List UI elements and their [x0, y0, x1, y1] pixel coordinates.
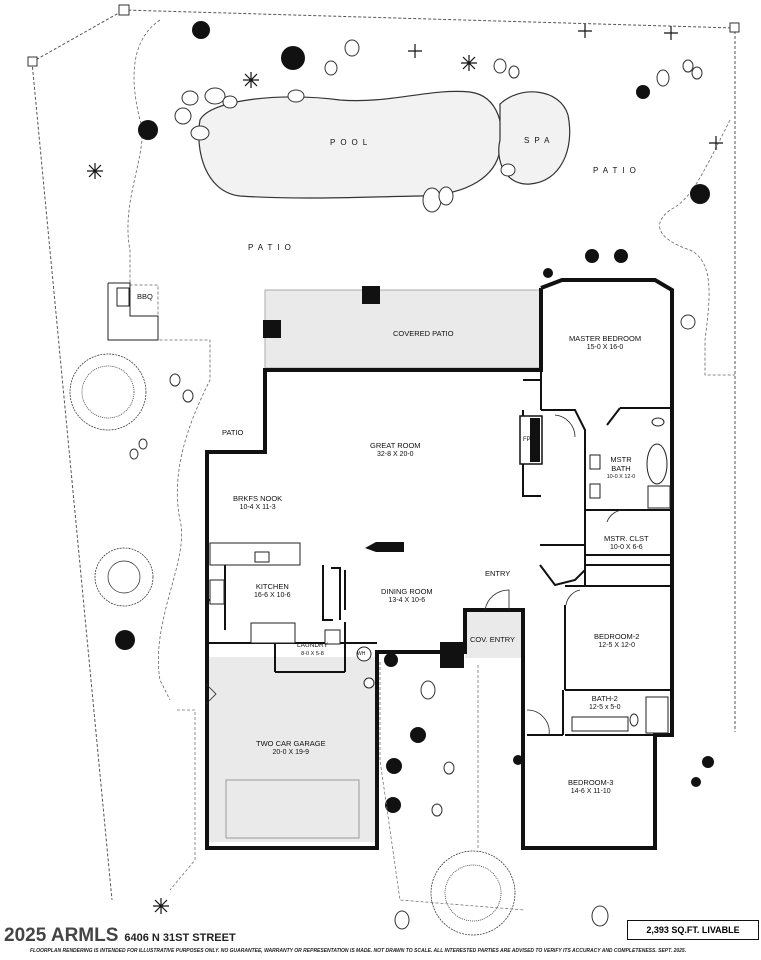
room-name: BEDROOM-3 — [568, 778, 614, 787]
exterior-walls — [205, 278, 674, 850]
room-name: TWO CAR GARAGE — [256, 739, 326, 748]
bath-2-label: BATH-2 12-5 x 5-0 — [589, 694, 621, 712]
cov-entry-column — [440, 642, 464, 668]
palms — [87, 24, 723, 914]
room-name: KITCHEN — [255, 582, 289, 591]
room-dim: 10-0 X 6-6 — [609, 544, 643, 551]
pool-label: POOL — [330, 138, 373, 147]
livable-sqft-box: 2,393 SQ.FT. LIVABLE — [627, 920, 759, 940]
yard-boundary-east — [659, 119, 735, 376]
kitchen-counters — [209, 542, 301, 644]
bath-fixtures — [324, 417, 671, 734]
room-dim: 12-5 x 5-0 — [589, 704, 621, 711]
room-name: MSTR BATH — [610, 455, 632, 473]
covered-patio-label: COVERED PATIO — [393, 329, 454, 338]
garage-label: TWO CAR GARAGE 20-0 X 19-9 — [256, 739, 326, 757]
bedroom-2-label: BEDROOM-2 12-5 X 12-0 — [594, 632, 639, 650]
cov-entry-label: COV. ENTRY — [470, 635, 516, 644]
garage-floor — [207, 657, 377, 842]
water-heater-label: WH — [357, 651, 366, 657]
cov-entry-slab — [465, 610, 523, 658]
room-dim: 20-0 X 19-9 — [272, 749, 310, 756]
disclaimer: FLOORPLAN RENDERING IS INTENDED FOR ILLU… — [30, 948, 687, 954]
room-dim: 8-0 X 5-8 — [301, 651, 324, 657]
bar-arrow — [365, 542, 404, 552]
room-dim: 16-6 X 10-6 — [254, 592, 291, 599]
column — [263, 320, 281, 338]
covered-patio-area — [264, 289, 542, 369]
entry-label: ENTRY — [485, 569, 511, 578]
brkfs-nook-label: BRKFS NOOK 10-4 X 11-3 — [233, 494, 282, 512]
room-dim: 15-0 X 16-0 — [586, 344, 624, 351]
room-name: MASTER BEDROOM — [569, 334, 642, 343]
mstr-bath-label: MSTR BATH 10-0 X 12-0 — [601, 455, 641, 482]
fireplace-label: FP — [523, 437, 531, 443]
kitchen-label: KITCHEN 16-6 X 10-6 — [254, 582, 291, 600]
patio-east-label: PATIO — [593, 166, 641, 175]
shrubs — [115, 21, 714, 813]
room-name: MSTR. CLST — [604, 534, 649, 543]
street-address: 6406 N 31ST STREET — [124, 932, 236, 944]
watermark-text: 2025 ARMLS — [4, 925, 119, 946]
walkways — [169, 662, 526, 911]
property-line — [31, 9, 736, 901]
room-name: LAUNDRY — [297, 642, 328, 649]
patio-north-label: PATIO — [248, 243, 296, 252]
room-dim: 10-4 X 11-3 — [239, 504, 276, 511]
room-name: BEDROOM-2 — [594, 632, 640, 641]
room-name: BATH-2 — [591, 694, 618, 703]
large-trees — [69, 353, 516, 936]
watermark-address: 2025 ARMLS 6406 N 31ST STREET — [4, 925, 236, 947]
master-bedroom-label: MASTER BEDROOM 15-0 X 16-0 — [569, 334, 641, 352]
dining-room-label: DINING ROOM 13-4 X 10-6 — [381, 587, 433, 605]
door-swings — [205, 414, 626, 736]
bedroom-3-label: BEDROOM-3 14-6 X 11-10 — [568, 778, 613, 796]
bbq-area — [107, 282, 159, 341]
patio-side-label: PATIO — [222, 428, 244, 437]
room-name: DINING ROOM — [381, 587, 433, 596]
room-dim: 32-8 X 20-0 — [376, 451, 414, 458]
boulders — [129, 39, 703, 930]
room-dim: 14-6 X 11-10 — [570, 788, 611, 795]
fireplace-hearth — [530, 418, 540, 462]
room-dim: 13-4 X 10-6 — [388, 597, 426, 604]
room-dim: 12-5 X 12-0 — [598, 642, 635, 649]
room-name: BRKFS NOOK — [233, 494, 283, 503]
laundry-label: LAUNDRY 8-0 X 5-8 — [297, 641, 328, 659]
column — [362, 286, 380, 304]
room-dim: 10-0 X 12-0 — [606, 474, 636, 480]
bbq-label: BBQ — [137, 292, 153, 301]
spa-label: SPA — [524, 136, 555, 145]
mstr-clst-label: MSTR. CLST 10-0 X 6-6 — [604, 534, 649, 552]
property-corner-markers — [27, 4, 740, 67]
garage-door-outline — [225, 779, 360, 839]
room-name: GREAT ROOM — [370, 441, 421, 450]
yard-boundary — [127, 19, 211, 701]
great-room-label: GREAT ROOM 32-8 X 20-0 — [370, 441, 421, 459]
